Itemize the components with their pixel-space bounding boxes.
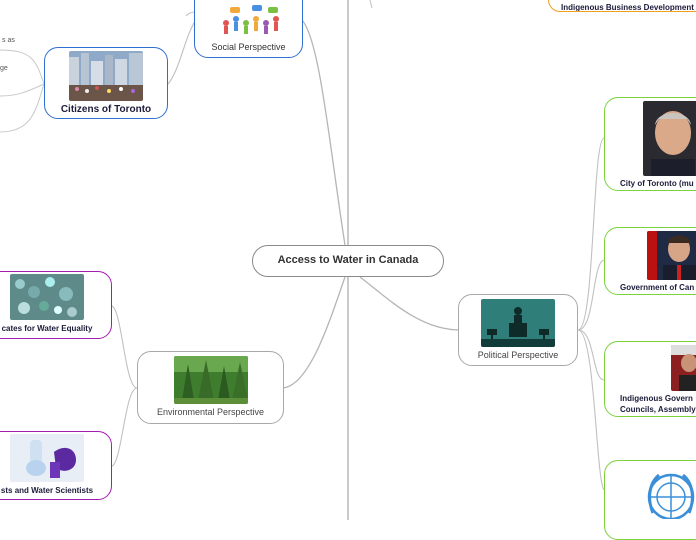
central-topic[interactable]: Access to Water in Canada <box>252 245 444 277</box>
water-scientists-node[interactable]: sts and Water Scientists <box>0 431 112 500</box>
environmental-perspective-label: Environmental Perspective <box>156 407 265 417</box>
advocates-water-equality-label: cates for Water Equality <box>1 324 93 333</box>
political-perspective-node[interactable]: Political Perspective <box>458 294 578 366</box>
advocates-water-equality-node[interactable]: cates for Water Equality <box>0 271 112 339</box>
indigenous-business-node[interactable]: Indigenous Business Development <box>548 0 696 12</box>
leader-photo <box>671 345 696 391</box>
environmental-perspective-node[interactable]: Environmental Perspective <box>137 351 284 424</box>
government-of-canada-node[interactable]: Government of Can <box>604 227 696 295</box>
polluted-water-photo <box>10 274 84 320</box>
indigenous-business-label: Indigenous Business Development <box>561 3 694 12</box>
political-perspective-label: Political Perspective <box>477 350 559 360</box>
city-of-toronto-label: City of Toronto (mu <box>620 179 694 188</box>
city-crowd-photo <box>69 51 143 101</box>
speaker-podium-icon <box>481 299 555 347</box>
water-scientists-label: sts and Water Scientists <box>0 486 94 495</box>
crowd-icon <box>211 0 286 39</box>
fragment-text: ge <box>0 65 8 72</box>
mayor-portrait-photo <box>643 101 696 176</box>
forest-photo <box>173 356 248 404</box>
citizens-of-toronto-label: Citizens of Toronto <box>60 104 152 115</box>
prime-minister-photo <box>647 231 696 280</box>
government-of-canada-label: Government of Can <box>620 283 695 292</box>
city-of-toronto-node[interactable]: City of Toronto (mu <box>604 97 696 191</box>
fragment-text: s as <box>2 37 15 44</box>
social-perspective-node[interactable]: Social Perspective <box>194 0 303 58</box>
united-nations-node[interactable] <box>604 460 696 540</box>
indigenous-governments-label-2: Councils, Assembly <box>620 405 696 414</box>
united-nations-emblem-icon <box>647 473 695 519</box>
citizens-of-toronto-node[interactable]: Citizens of Toronto <box>44 47 168 119</box>
indigenous-governments-node[interactable]: Indigenous Govern Councils, Assembly <box>604 341 696 417</box>
connector-lines <box>0 0 605 520</box>
indigenous-governments-label-1: Indigenous Govern <box>620 394 693 403</box>
lab-test-photo <box>10 434 84 482</box>
social-perspective-label: Social Perspective <box>211 42 286 52</box>
